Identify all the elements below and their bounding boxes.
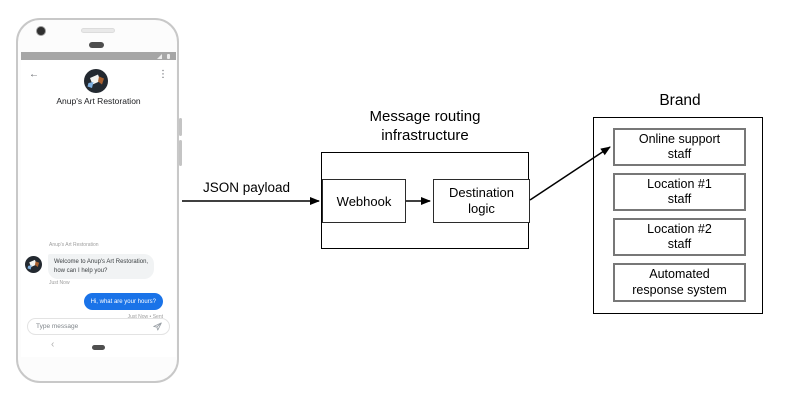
- outgoing-timestamp: Just Now • Sent: [127, 314, 163, 320]
- incoming-message-line: how can I help you?: [54, 267, 108, 274]
- location-1-staff-box: Location #1 staff: [613, 173, 746, 211]
- nav-home-pill[interactable]: [92, 345, 105, 350]
- back-arrow-icon[interactable]: ←: [29, 69, 39, 80]
- json-payload-label: JSON payload: [202, 180, 291, 195]
- incoming-message-bubble: Welcome to Anup's Art Restoration, how c…: [48, 254, 155, 279]
- volume-button: [179, 140, 182, 166]
- status-bar: [21, 52, 176, 60]
- destination-logic-box: Destination logic: [433, 179, 530, 223]
- brand-title: Brand: [659, 92, 701, 109]
- signal-icon: [157, 54, 162, 59]
- webhook-box: Webhook: [322, 179, 406, 223]
- incoming-message-line: Welcome to Anup's Art Restoration,: [54, 259, 149, 265]
- box-label-line: Online support: [638, 131, 721, 146]
- nav-back-chevron-icon[interactable]: ‹: [51, 339, 55, 350]
- front-camera-dot: [37, 27, 45, 35]
- message-input[interactable]: [34, 322, 152, 331]
- earpiece-speaker: [89, 42, 104, 48]
- message-input-pill[interactable]: [27, 318, 170, 335]
- outgoing-message-bubble: Hi, what are your hours?: [83, 293, 163, 310]
- send-icon[interactable]: [152, 321, 163, 332]
- conversation-title: Anup's Art Restoration: [56, 96, 141, 106]
- box-label-line: response system: [632, 282, 727, 297]
- online-support-staff-box: Online support staff: [613, 128, 746, 166]
- automated-response-system-box: Automated response system: [613, 263, 746, 302]
- battery-icon: [166, 53, 170, 59]
- box-label-line: staff: [667, 147, 692, 161]
- power-button: [179, 118, 182, 136]
- incoming-timestamp: Just Now: [49, 280, 70, 286]
- sender-name-label: Anup's Art Restoration: [49, 242, 99, 248]
- box-label-line: Automated: [649, 267, 710, 281]
- kebab-menu-icon[interactable]: ⋮: [158, 69, 168, 80]
- sender-avatar: [25, 256, 42, 273]
- top-speaker-slit: [81, 28, 115, 33]
- routing-title-line: infrastructure: [381, 127, 469, 144]
- brand-avatar: [84, 69, 108, 93]
- location-2-staff-box: Location #2 staff: [613, 218, 746, 256]
- box-label-line: staff: [667, 237, 692, 251]
- phone-screen: ← ⋮ Anup's Art Restoration Anup's Art Re…: [21, 52, 176, 357]
- destination-logic-line: Destination: [448, 185, 515, 200]
- destination-logic-line: logic: [468, 201, 495, 216]
- box-label-line: Location #2: [647, 221, 712, 236]
- routing-infrastructure-title: Message routing infrastructure: [340, 107, 510, 145]
- routing-title-line: Message routing: [369, 108, 481, 125]
- webhook-label: Webhook: [336, 193, 392, 209]
- box-label-line: Location #1: [647, 176, 712, 191]
- box-label-line: staff: [667, 192, 692, 206]
